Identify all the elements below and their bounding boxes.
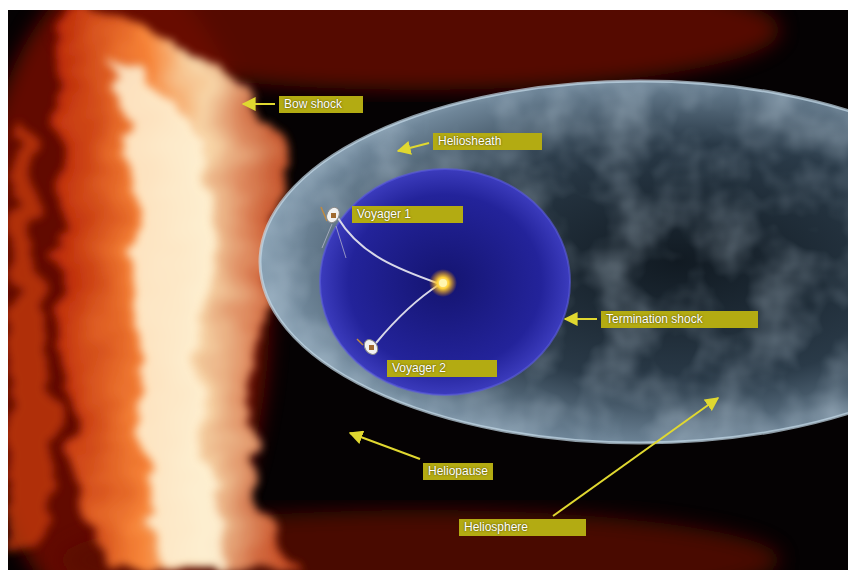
callout-label: Termination shock xyxy=(601,311,758,328)
callout-label: Heliosphere xyxy=(459,519,586,536)
callout-label: Voyager 1 xyxy=(352,206,463,223)
leader-lines xyxy=(243,104,718,516)
callout-label: Bow shock xyxy=(279,96,363,113)
callout-label: Heliopause xyxy=(423,463,493,480)
callout-label: Voyager 2 xyxy=(387,360,497,377)
callout-label: Heliosheath xyxy=(433,133,542,150)
